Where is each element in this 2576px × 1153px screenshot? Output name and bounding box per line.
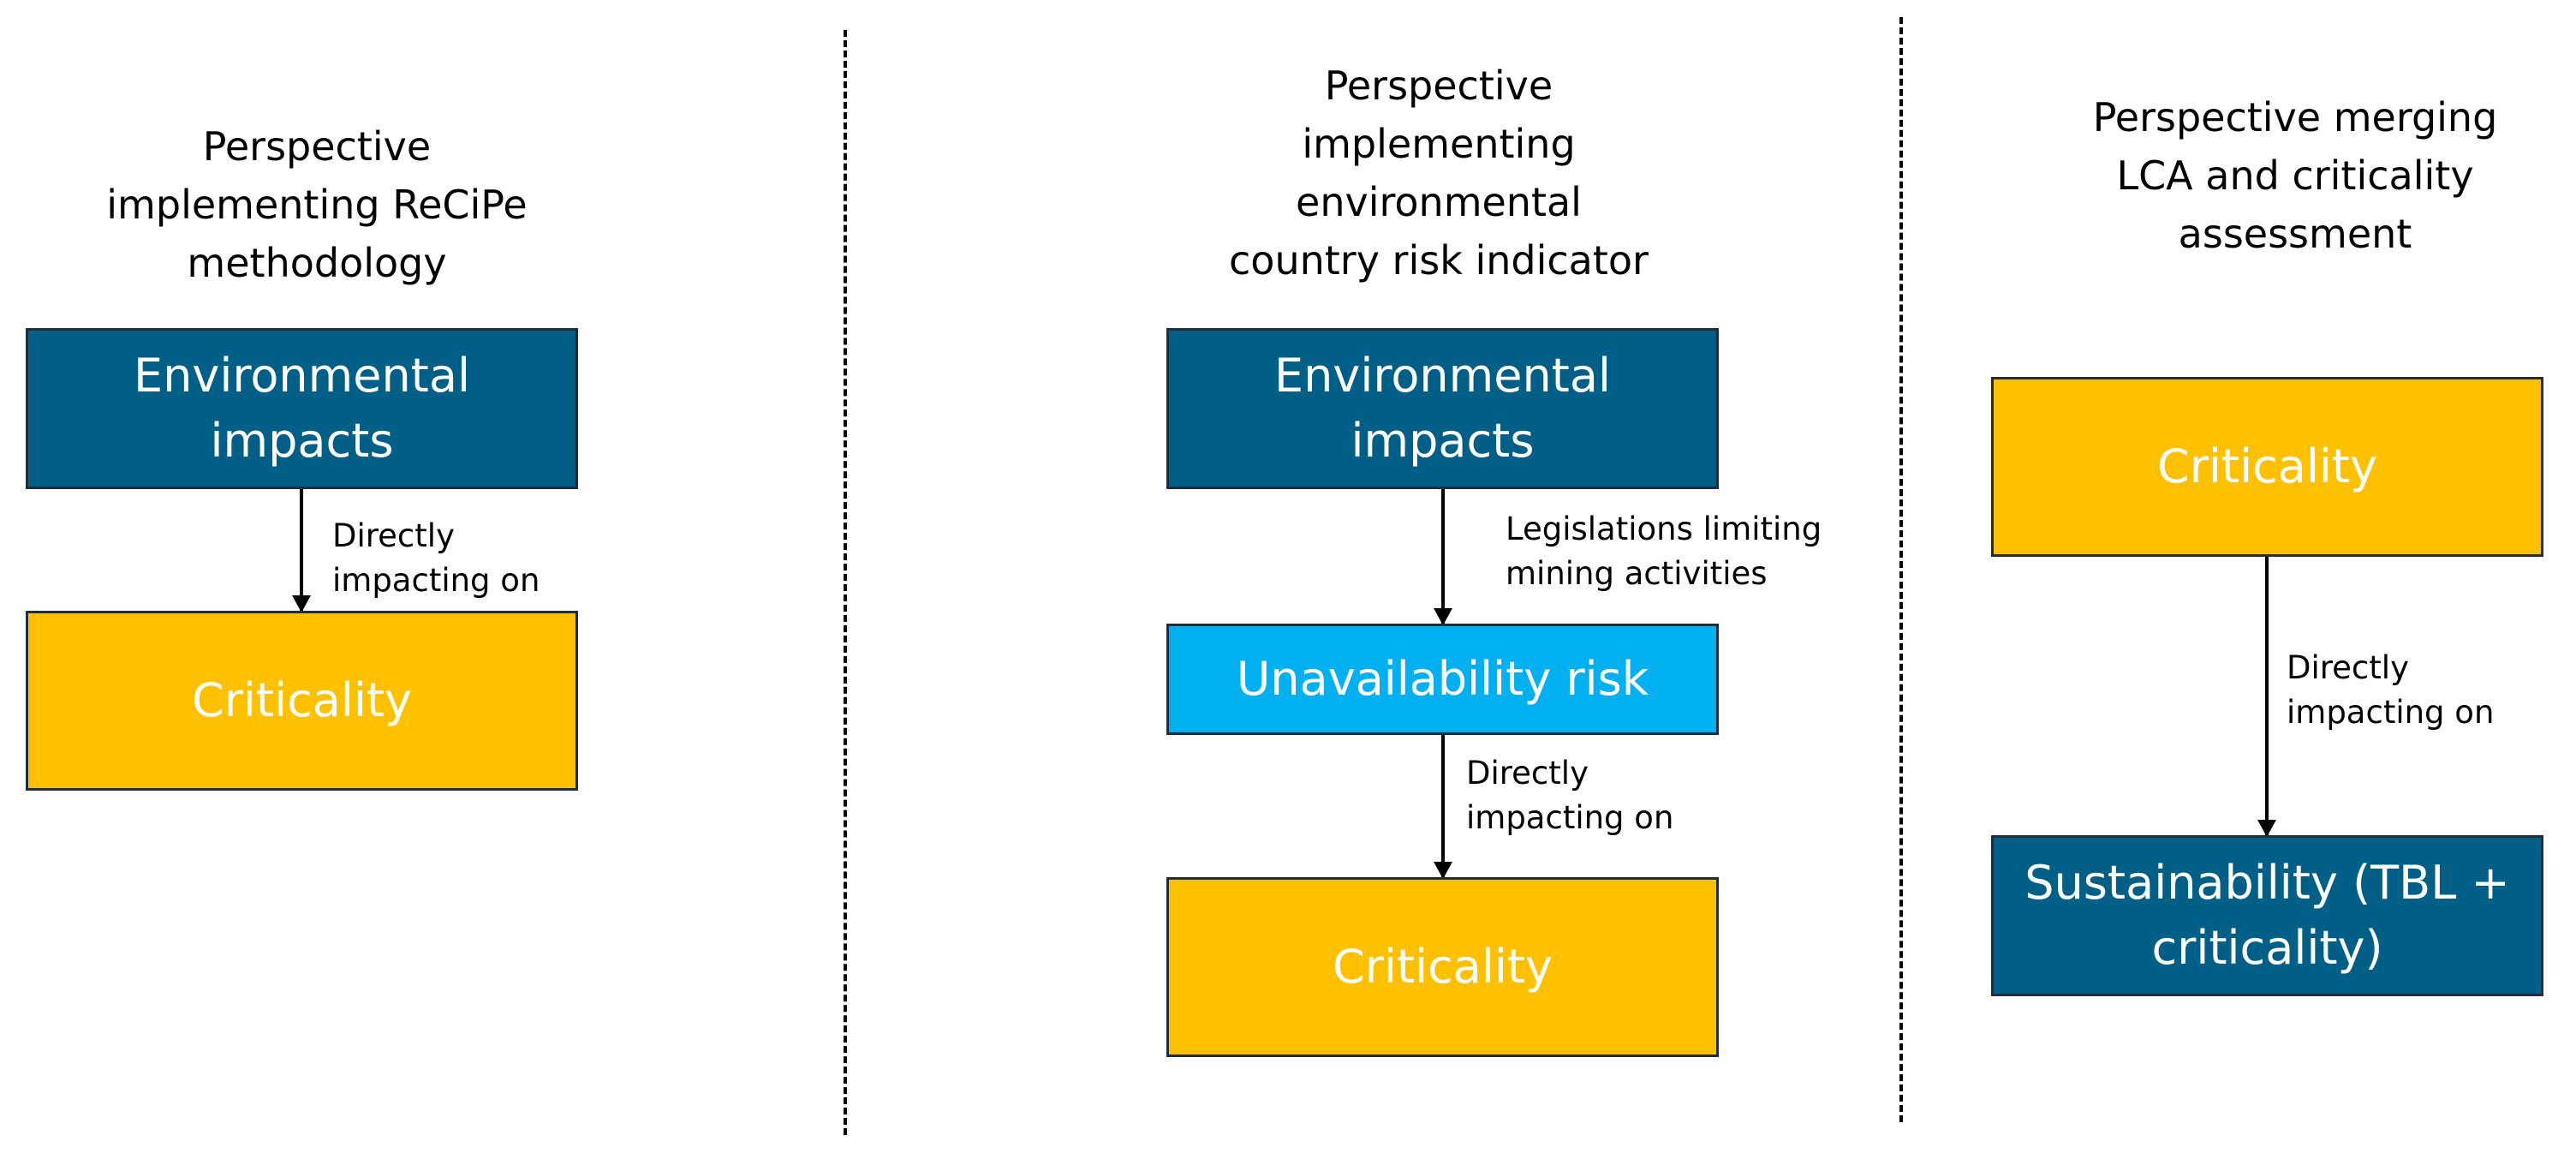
- column-3-edge-label-1: Directly impacting on: [2287, 649, 2495, 731]
- column-3-criticality-box: Criticality: [1991, 377, 2543, 557]
- column-2-arrow-2: [1434, 735, 1452, 879]
- column-1-criticality-box: Criticality: [26, 611, 578, 791]
- column-1-title: Perspective implementing ReCiPe methodol…: [106, 123, 528, 286]
- column-2-edge-label-2: Directly impacting on: [1466, 755, 1674, 836]
- column-2-criticality-box: Criticality: [1166, 877, 1719, 1057]
- column-2-environmental-impacts-box: Environmental impacts: [1166, 328, 1719, 489]
- column-1-environmental-impacts-box: Environmental impacts: [26, 328, 578, 489]
- column-1-edge-label-1: Directly impacting on: [332, 517, 540, 599]
- column-2-unavailability-risk-box: Unavailability risk: [1166, 624, 1719, 735]
- divider-left: [844, 30, 847, 1135]
- column-3-title: Perspective merging LCA and criticality …: [2092, 94, 2498, 257]
- column-2-arrow-1: [1434, 489, 1452, 625]
- column-2-title: Perspective implementing environmental c…: [1229, 63, 1649, 284]
- column-2-edge-label-1: Legislations limiting mining activities: [1506, 511, 1822, 592]
- column-3-arrow-1: [2257, 557, 2276, 837]
- column-1-arrow-1: [292, 489, 311, 612]
- column-3-sustainability-box: Sustainability (TBL + criticality): [1991, 835, 2543, 996]
- divider-right: [1899, 17, 1903, 1122]
